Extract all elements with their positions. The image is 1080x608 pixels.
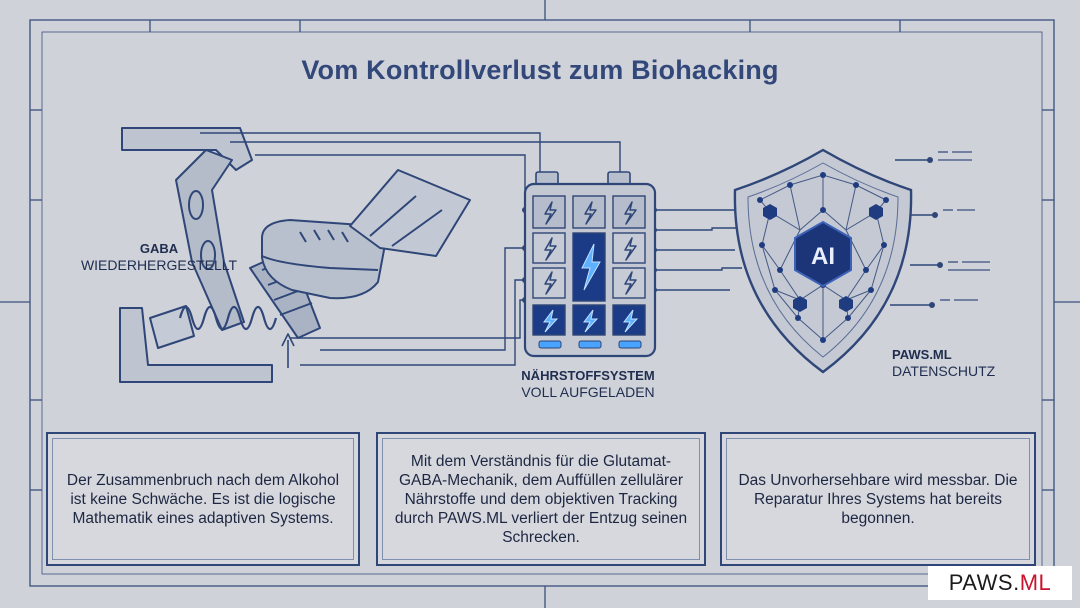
privacy-label: PAWS.ML DATENSCHUTZ xyxy=(892,346,1032,380)
info-card-1: Der Zusammenbruch nach dem Alkohol ist k… xyxy=(46,432,360,566)
pedal-illustration xyxy=(119,127,471,383)
gaba-label-line1: GABA xyxy=(139,241,179,256)
info-card-2-text: Mit dem Verständnis für die Glutamat-GAB… xyxy=(394,452,688,546)
data-dashes xyxy=(938,151,990,301)
info-card-3-text: Das Unvorhersehbare wird messbar. Die Re… xyxy=(738,471,1018,527)
shield-ai-text: AI xyxy=(811,243,835,270)
ai-shield: AI xyxy=(733,148,913,374)
nutrient-label: NÄHRSTOFFSYSTEM VOLL AUFGELADEN xyxy=(488,367,688,401)
page-title: Vom Kontrollverlust zum Biohacking xyxy=(301,55,779,85)
nutrient-label-line1: NÄHRSTOFFSYSTEM xyxy=(521,368,655,383)
info-card-2: Mit dem Verständnis für die Glutamat-GAB… xyxy=(376,432,706,566)
nutrient-label-line2: VOLL AUFGELADEN xyxy=(521,384,655,400)
gaba-label: GABA WIEDERHERGESTELLT xyxy=(74,240,244,274)
gaba-label-line2: WIEDERHERGESTELLT xyxy=(80,257,238,273)
info-card-3: Das Unvorhersehbare wird messbar. Die Re… xyxy=(720,432,1036,566)
logo-part1: PAWS. xyxy=(948,570,1020,595)
paws-ml-logo: PAWS.ML xyxy=(928,566,1072,600)
privacy-label-line2: DATENSCHUTZ xyxy=(892,363,996,379)
info-card-1-text: Der Zusammenbruch nach dem Alkohol ist k… xyxy=(66,471,340,527)
privacy-label-line1: PAWS.ML xyxy=(892,347,952,362)
logo-part2: ML xyxy=(1019,570,1052,595)
battery-grid xyxy=(523,171,657,358)
